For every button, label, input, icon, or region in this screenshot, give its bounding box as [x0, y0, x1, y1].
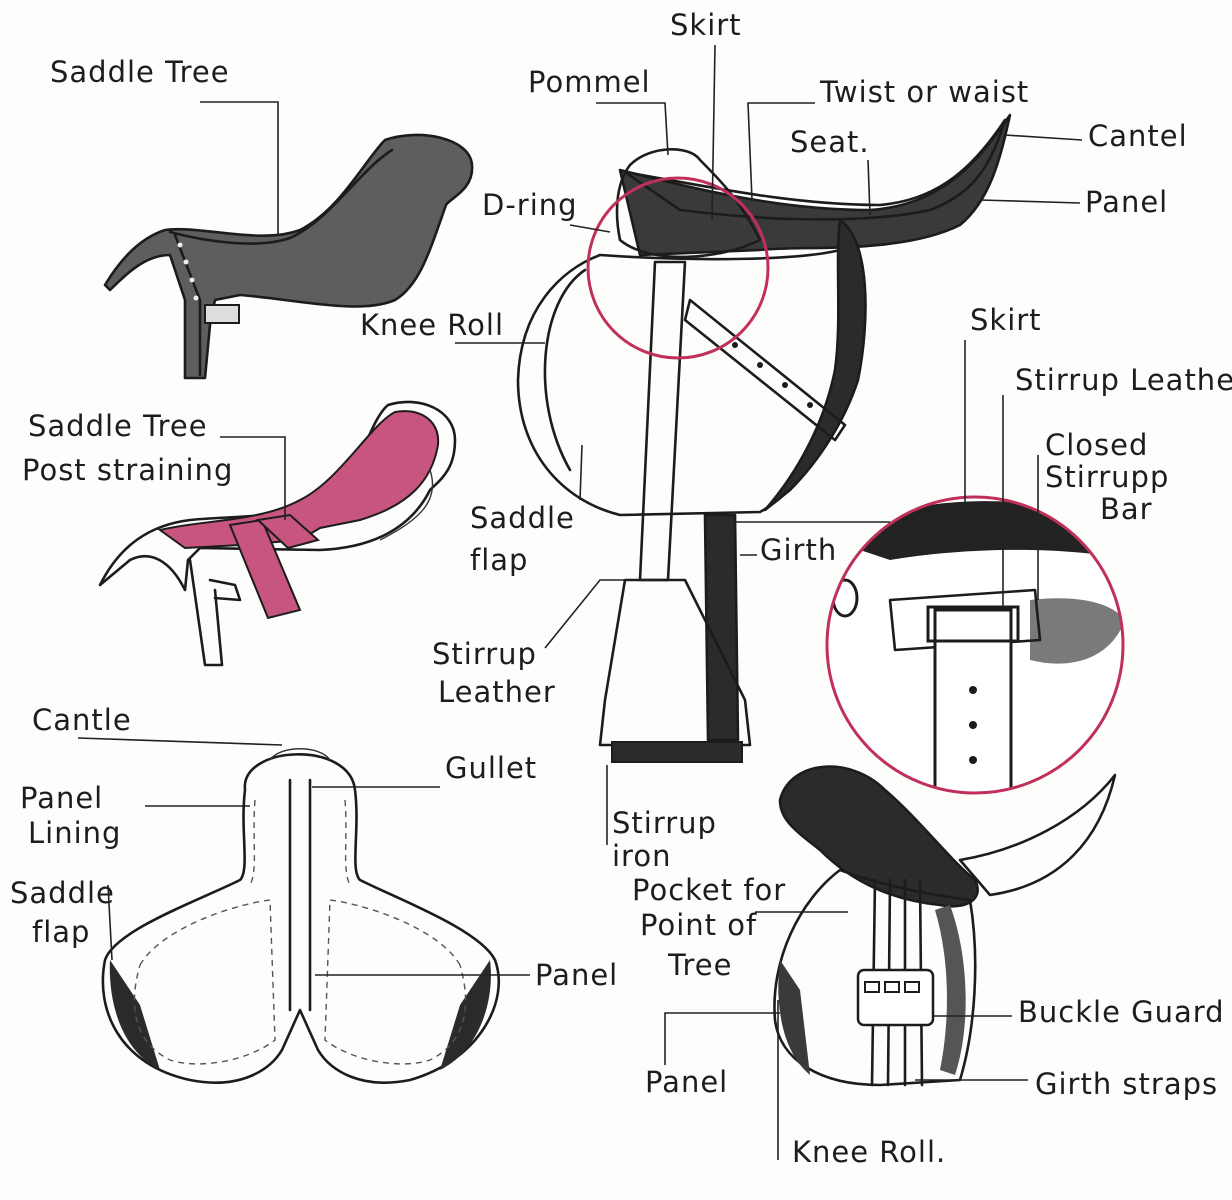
label-stirrup-iron-1: Stirrup [612, 806, 717, 840]
label-stirrup-iron-2: iron [612, 839, 671, 873]
label-pocket-3: Tree [667, 948, 732, 982]
stirrup-bar-closeup-drawing [825, 495, 1125, 795]
leader-cantel [1004, 134, 1083, 141]
label-girth: Girth [760, 533, 837, 567]
label-d-ring: D-ring [482, 188, 578, 222]
label-closed-bar-1: Closed [1045, 428, 1148, 462]
label-stirrup-leather-left-2: Leather [438, 675, 556, 709]
label-closed-bar-3: Bar [1100, 492, 1153, 526]
label-saddle-tree-post-1: Saddle Tree [28, 409, 208, 443]
label-closed-bar-2: Stirrupp [1045, 460, 1169, 494]
saddle-girth-side-drawing [773, 765, 1117, 1087]
label-buckle-guard: Buckle Guard [1018, 995, 1225, 1029]
label-stirrup-leather-left-1: Stirrup [432, 637, 537, 671]
label-panel-bottom-left: Panel [535, 958, 618, 992]
leader-panel-top [979, 199, 1081, 204]
label-pocket-1: Pocket for [632, 873, 786, 907]
label-panel-top: Panel [1085, 185, 1168, 219]
label-twist: Twist or waist [819, 75, 1029, 109]
saddle-tree-post-straining-drawing [98, 400, 457, 667]
label-gullet: Gullet [445, 751, 537, 785]
leader-saddle-tree [200, 101, 279, 236]
label-skirt-top: Skirt [670, 8, 742, 42]
label-seat: Seat. [790, 125, 870, 159]
label-stirrup-leather-right: Stirrup Leather [1015, 363, 1232, 397]
label-pommel: Pommel [528, 65, 651, 99]
leader-post-straining [220, 436, 286, 520]
label-girth-straps: Girth straps [1035, 1067, 1218, 1101]
saddle-underside-drawing [101, 748, 500, 1084]
label-saddle-flap-center-2: flap [470, 543, 528, 577]
label-skirt-right: Skirt [970, 303, 1042, 337]
label-panel-bottom-right: Panel [645, 1065, 728, 1099]
label-cantel: Cantel [1088, 119, 1188, 153]
label-cantle: Cantle [32, 703, 132, 737]
label-panel-lining-2: Lining [28, 816, 121, 850]
leader-stirrup-leather-left [544, 579, 660, 649]
label-panel-lining-1: Panel [20, 781, 103, 815]
label-saddle-flap-left-2: flap [32, 915, 90, 949]
leader-saddle-flap-left [107, 884, 113, 961]
leader-pommel [596, 102, 669, 156]
label-saddle-tree-post-2: Post straining [22, 453, 233, 487]
leader-skirt-top [711, 44, 716, 221]
leader-seat [867, 159, 871, 216]
leader-cantle [77, 737, 283, 746]
label-pocket-2: Point of [640, 908, 757, 942]
leader-panel-bottom-right [664, 1012, 780, 1065]
leader-saddle-flap-center [579, 444, 583, 501]
saddle-side-view-drawing [516, 113, 1012, 763]
label-saddle-flap-left-1: Saddle [10, 876, 115, 910]
label-saddle-flap-center-1: Saddle [470, 501, 575, 535]
leader-d-ring [569, 224, 611, 233]
label-knee-roll-bottom: Knee Roll. [792, 1135, 946, 1169]
saddle-tree-drawing [103, 133, 474, 380]
label-knee-roll-top: Knee Roll [360, 308, 504, 342]
label-saddle-tree: Saddle Tree [50, 55, 230, 89]
leader-twist [747, 102, 815, 201]
